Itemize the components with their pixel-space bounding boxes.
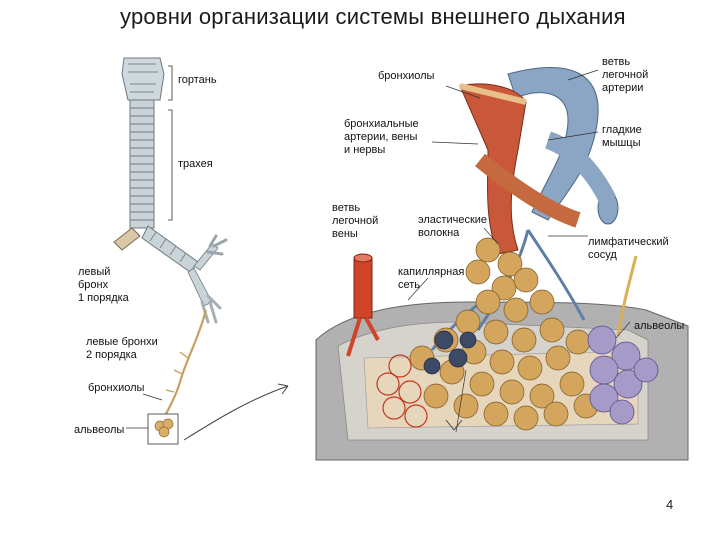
label-left-bronchi-2-line1: левые бронхи <box>86 336 158 348</box>
label-left-bronchi-2: левые бронхи 2 порядка <box>86 336 158 362</box>
label-elastic-fibers-line1: эластические <box>418 214 488 226</box>
label-smooth-muscles-line1: гладкие <box>602 124 642 136</box>
label-capillary-network: капиллярная сеть <box>398 266 464 292</box>
label-pulmonary-vein-line3: вены <box>332 228 358 240</box>
label-capillary-network-line2: сеть <box>398 279 421 291</box>
label-bronchioles-left: бронхиолы <box>88 382 145 394</box>
page-number: 4 <box>666 497 674 512</box>
label-bronchioles-right: бронхиолы <box>378 70 435 82</box>
label-bronchial-vessels-line2: артерии, вены <box>344 131 418 143</box>
label-capillary-network-line1: капиллярная <box>398 266 465 278</box>
label-smooth-muscles-line2: мышцы <box>602 137 641 149</box>
label-bronchial-vessels: бронхиальные артерии, вены и нервы <box>344 118 419 157</box>
anatomy-drawing <box>113 57 689 461</box>
label-lymphatic-vessel-line1: лимфатический <box>588 236 669 248</box>
label-left-bronchus-1-line2: бронх <box>78 279 109 291</box>
bronchial-tree-drawing <box>113 57 228 445</box>
label-pulmonary-artery-line2: легочной <box>602 69 649 81</box>
label-lymphatic-vessel: лимфатический сосуд <box>588 236 669 262</box>
respiratory-system-illustration: гортань трахея левый бронх 1 порядка лев… <box>48 40 694 470</box>
label-alveoli-right: альвеолы <box>634 320 685 332</box>
label-left-bronchi-2-line2: 2 порядка <box>86 349 137 361</box>
label-smooth-muscles: гладкие мышцы <box>602 124 642 150</box>
label-bronchial-vessels-line1: бронхиальные <box>344 118 419 130</box>
label-alveoli-left: альвеолы <box>74 424 125 436</box>
label-left-bronchus-1: левый бронх 1 порядка <box>78 266 129 305</box>
label-larynx: гортань <box>178 74 217 86</box>
label-trachea: трахея <box>178 158 213 170</box>
label-left-bronchus-1-line3: 1 порядка <box>78 292 129 304</box>
label-pulmonary-vein-branch: ветвь легочной вены <box>332 202 378 241</box>
label-pulmonary-vein-line1: ветвь <box>332 202 361 214</box>
label-pulmonary-vein-line2: легочной <box>332 215 379 227</box>
label-elastic-fibers-line2: волокна <box>418 227 460 239</box>
label-pulmonary-artery-branch: ветвь легочной артерии <box>602 56 648 95</box>
label-pulmonary-artery-line3: артерии <box>602 82 644 94</box>
label-elastic-fibers: эластические волокна <box>418 214 487 240</box>
slide-title: уровни организации системы внешнего дыха… <box>120 4 626 29</box>
label-left-bronchus-1-line1: левый <box>78 266 111 278</box>
label-lymphatic-vessel-line2: сосуд <box>588 249 617 261</box>
label-bronchial-vessels-line3: и нервы <box>344 144 386 156</box>
alveoli-cluster-small <box>154 418 174 438</box>
label-pulmonary-artery-line1: ветвь <box>602 56 631 68</box>
alveolar-block-drawing <box>315 67 689 461</box>
